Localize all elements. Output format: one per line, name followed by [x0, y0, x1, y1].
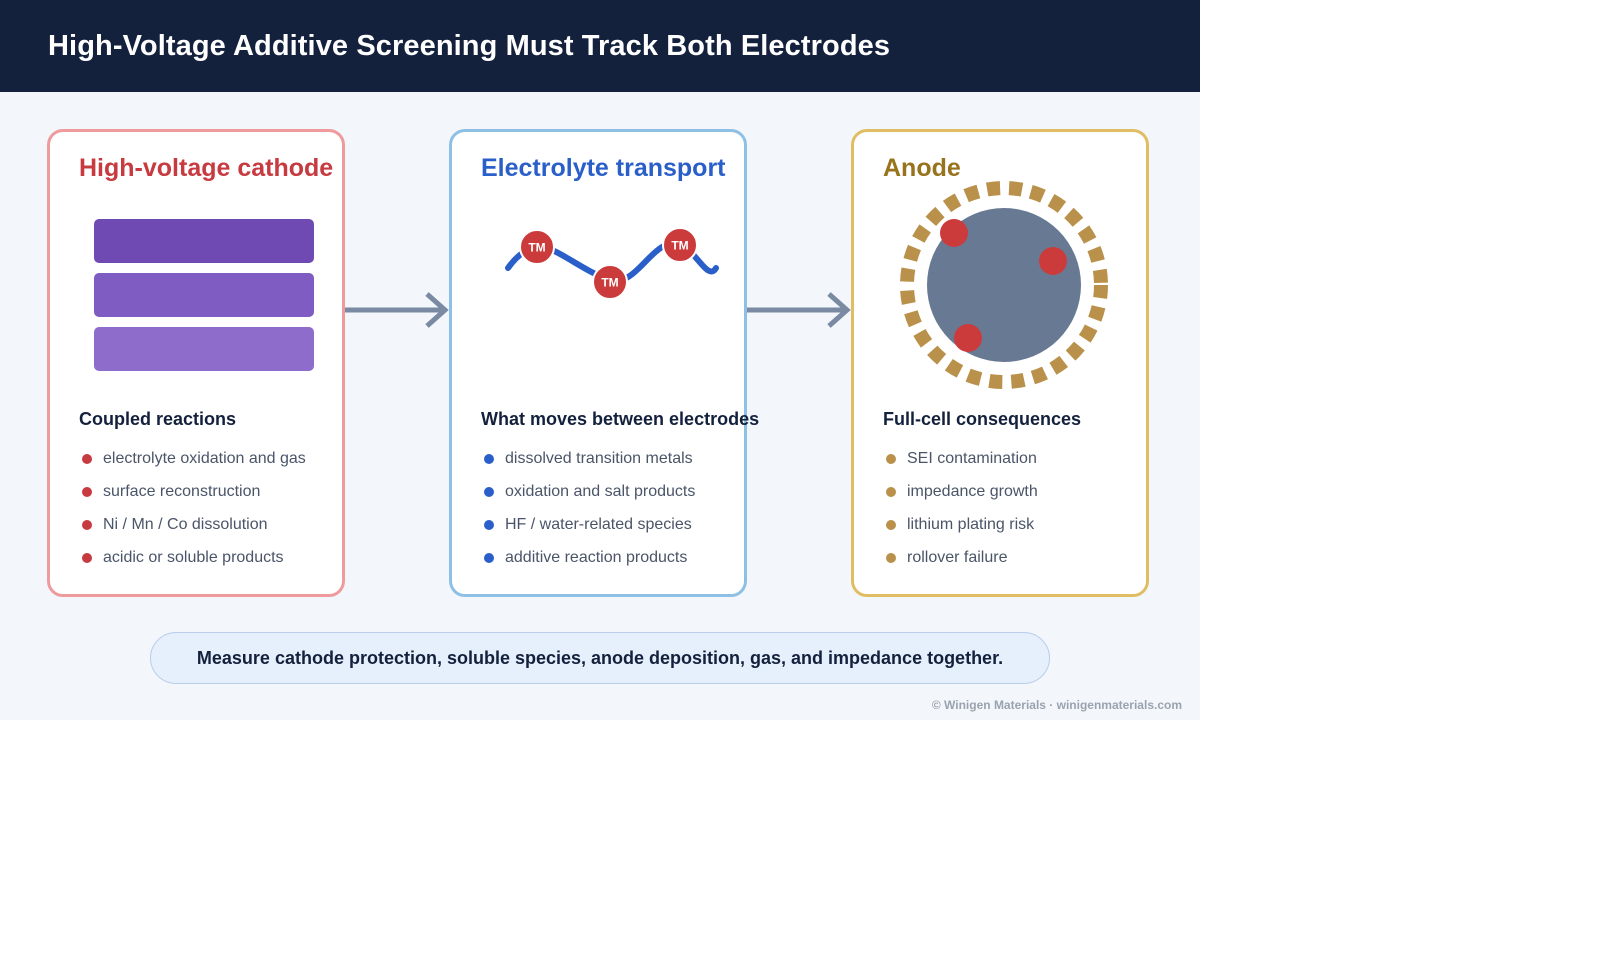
anode-particle-illustration	[900, 181, 1108, 389]
list-item-text: Ni / Mn / Co dissolution	[103, 516, 268, 533]
flow-arrow-icon	[747, 292, 851, 328]
list-item-text: acidic or soluble products	[103, 549, 284, 566]
bullet-dot-icon	[484, 520, 494, 530]
takeaway-callout: Measure cathode protection, soluble spec…	[150, 632, 1050, 684]
callout-text: Measure cathode protection, soluble spec…	[196, 647, 1004, 668]
list-item: HF / water-related species	[481, 514, 695, 547]
cathode-bullet-list: electrolyte oxidation and gas surface re…	[79, 448, 306, 580]
cathode-layer-top	[94, 219, 314, 263]
tm-ion-label: TM	[528, 241, 545, 255]
tm-ion-label: TM	[601, 276, 618, 290]
cathode-layers-illustration	[94, 219, 314, 371]
list-item-text: oxidation and salt products	[505, 483, 696, 500]
bullet-dot-icon	[82, 487, 92, 497]
list-item: electrolyte oxidation and gas	[79, 448, 306, 481]
electrolyte-transport-illustration: TM TM TM	[505, 227, 719, 300]
list-item: Ni / Mn / Co dissolution	[79, 514, 306, 547]
deposited-metal-dot	[940, 219, 968, 247]
list-item: lithium plating risk	[883, 514, 1038, 547]
list-item-text: rollover failure	[907, 549, 1008, 566]
copyright-credit: © Winigen Materials · winigenmaterials.c…	[931, 698, 1182, 712]
list-item-text: HF / water-related species	[505, 516, 692, 533]
cathode-title: High-voltage cathode	[79, 154, 334, 182]
tm-ion-label: TM	[671, 239, 688, 253]
list-item: rollover failure	[883, 547, 1038, 580]
cathode-layer-middle	[94, 273, 314, 317]
list-item: impedance growth	[883, 481, 1038, 514]
bullet-dot-icon	[886, 487, 896, 497]
tm-ion-marker: TM	[519, 229, 555, 265]
anode-bullet-list: SEI contamination impedance growth lithi…	[883, 448, 1038, 580]
list-item-text: impedance growth	[907, 483, 1038, 500]
bullet-dot-icon	[886, 553, 896, 563]
list-item-text: electrolyte oxidation and gas	[103, 450, 306, 467]
list-item-text: surface reconstruction	[103, 483, 261, 500]
list-item-text: lithium plating risk	[907, 516, 1035, 533]
anode-panel: Anode Full-cell consequences SEI contami…	[851, 129, 1149, 597]
cathode-panel: High-voltage cathode Coupled reactions e…	[47, 129, 345, 597]
cathode-layer-bottom	[94, 327, 314, 371]
deposited-metal-dot	[1039, 247, 1067, 275]
list-item: SEI contamination	[883, 448, 1038, 481]
anode-title: Anode	[883, 154, 961, 182]
bullet-dot-icon	[484, 487, 494, 497]
sei-layer-ring	[900, 181, 1108, 389]
tm-ion-marker: TM	[662, 227, 698, 263]
anode-particle-core	[927, 208, 1081, 362]
list-item: oxidation and salt products	[481, 481, 695, 514]
list-item-text: SEI contamination	[907, 450, 1037, 467]
electrolyte-bullet-list: dissolved transition metals oxidation an…	[481, 448, 695, 580]
bullet-dot-icon	[82, 553, 92, 563]
deposited-metal-dot	[954, 324, 982, 352]
bullet-dot-icon	[82, 520, 92, 530]
list-item: dissolved transition metals	[481, 448, 695, 481]
electrolyte-subtitle: What moves between electrodes	[481, 409, 760, 429]
bullet-dot-icon	[484, 553, 494, 563]
tm-ion-marker: TM	[592, 264, 628, 300]
bullet-dot-icon	[886, 520, 896, 530]
cathode-subtitle: Coupled reactions	[79, 409, 237, 429]
list-item-text: dissolved transition metals	[505, 450, 693, 467]
bullet-dot-icon	[484, 454, 494, 464]
list-item: additive reaction products	[481, 547, 695, 580]
bullet-dot-icon	[82, 454, 92, 464]
flow-arrow-icon	[345, 292, 449, 328]
list-item: surface reconstruction	[79, 481, 306, 514]
page-title: High-Voltage Additive Screening Must Tra…	[48, 30, 891, 62]
list-item: acidic or soluble products	[79, 547, 306, 580]
electrolyte-title: Electrolyte transport	[481, 154, 726, 182]
list-item-text: additive reaction products	[505, 549, 688, 566]
electrolyte-panel: TM TM TM Electrolyte transport What move…	[449, 129, 759, 597]
bullet-dot-icon	[886, 454, 896, 464]
header-bar: High-Voltage Additive Screening Must Tra…	[0, 0, 1200, 92]
anode-subtitle: Full-cell consequences	[883, 409, 1082, 429]
diagram-canvas: High-Voltage Additive Screening Must Tra…	[0, 0, 1200, 720]
